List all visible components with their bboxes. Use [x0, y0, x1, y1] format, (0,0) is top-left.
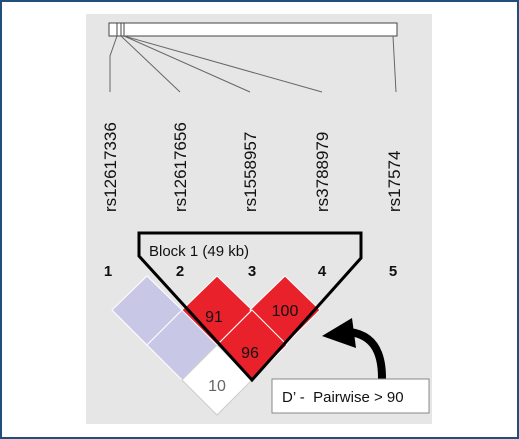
snp-index: 3 — [248, 263, 256, 280]
snp-index: 4 — [318, 263, 327, 280]
ld-value: 100 — [272, 303, 299, 320]
haplotype-block-outline — [137, 231, 363, 383]
snp-index: 1 — [104, 263, 112, 280]
snp-name: rs17574 — [385, 151, 404, 212]
snp-name: rs1558957 — [241, 132, 260, 212]
legend: D’ - Pairwise > 90 — [271, 378, 430, 414]
region-bar — [108, 22, 398, 37]
snp-index: 5 — [389, 263, 397, 280]
curved-arrow-icon — [322, 318, 386, 382]
ld-value: 96 — [241, 345, 259, 362]
snp-name: rs12617656 — [171, 122, 190, 212]
ld-value: 10 — [208, 378, 226, 395]
legend-text: D’ - Pairwise > 90 — [282, 389, 404, 406]
block-label: Block 1 (49 kb) — [149, 243, 249, 260]
snp-index: 2 — [176, 263, 184, 280]
snp-position-lines — [109, 35, 397, 93]
snp-name: rs3788979 — [313, 132, 332, 212]
ld-value: 91 — [205, 309, 223, 326]
snp-name: rs12617336 — [101, 122, 120, 212]
